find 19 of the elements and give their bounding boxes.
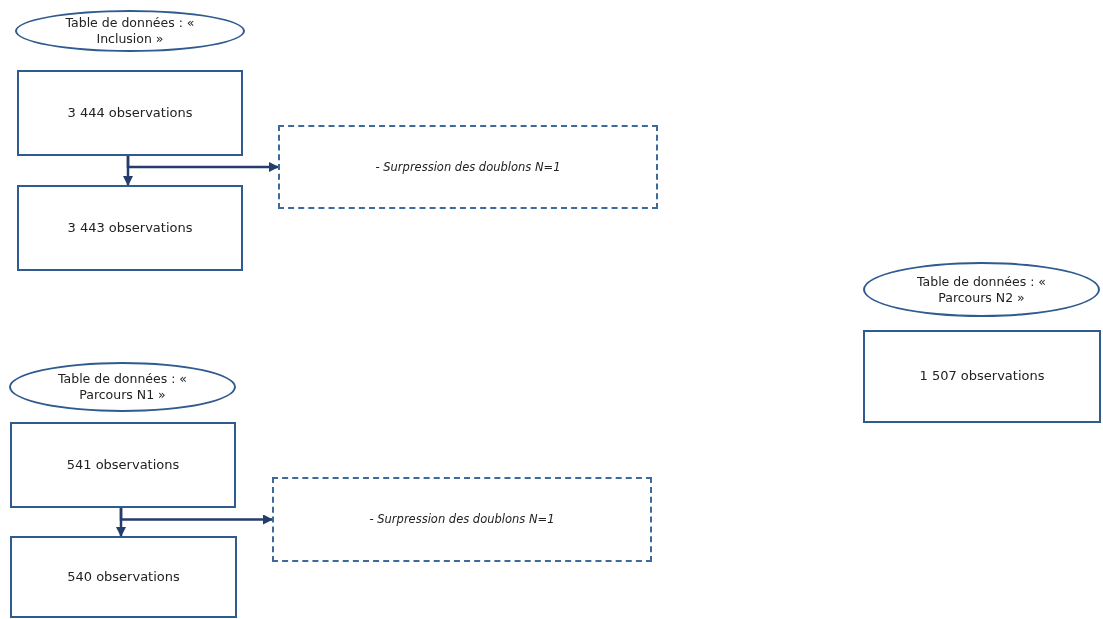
node-text: 541 observations bbox=[66, 456, 180, 474]
node-text: Table de données : « Parcours N2 » bbox=[916, 273, 1047, 306]
arrow bbox=[126, 156, 279, 172]
node-text: - Surpression des doublons N=1 bbox=[369, 512, 555, 527]
node-text: Table de données : « Inclusion » bbox=[64, 15, 196, 47]
process-box bbox=[17, 70, 243, 156]
exclusion-box bbox=[272, 477, 652, 562]
process-box bbox=[17, 185, 243, 271]
node-text: 540 observations bbox=[67, 568, 180, 586]
node-text: 3 444 observations bbox=[67, 104, 193, 122]
process-box bbox=[10, 536, 237, 618]
exclusion-box bbox=[278, 125, 658, 209]
process-box bbox=[10, 422, 236, 508]
process-box bbox=[863, 330, 1101, 423]
arrow bbox=[119, 508, 273, 525]
node-text: - Surpression des doublons N=1 bbox=[375, 159, 561, 175]
node-text: 1 507 observations bbox=[919, 368, 1045, 385]
node-text: 3 443 observations bbox=[67, 219, 193, 237]
node-text: Table de données : « Parcours N1 » bbox=[57, 371, 188, 403]
